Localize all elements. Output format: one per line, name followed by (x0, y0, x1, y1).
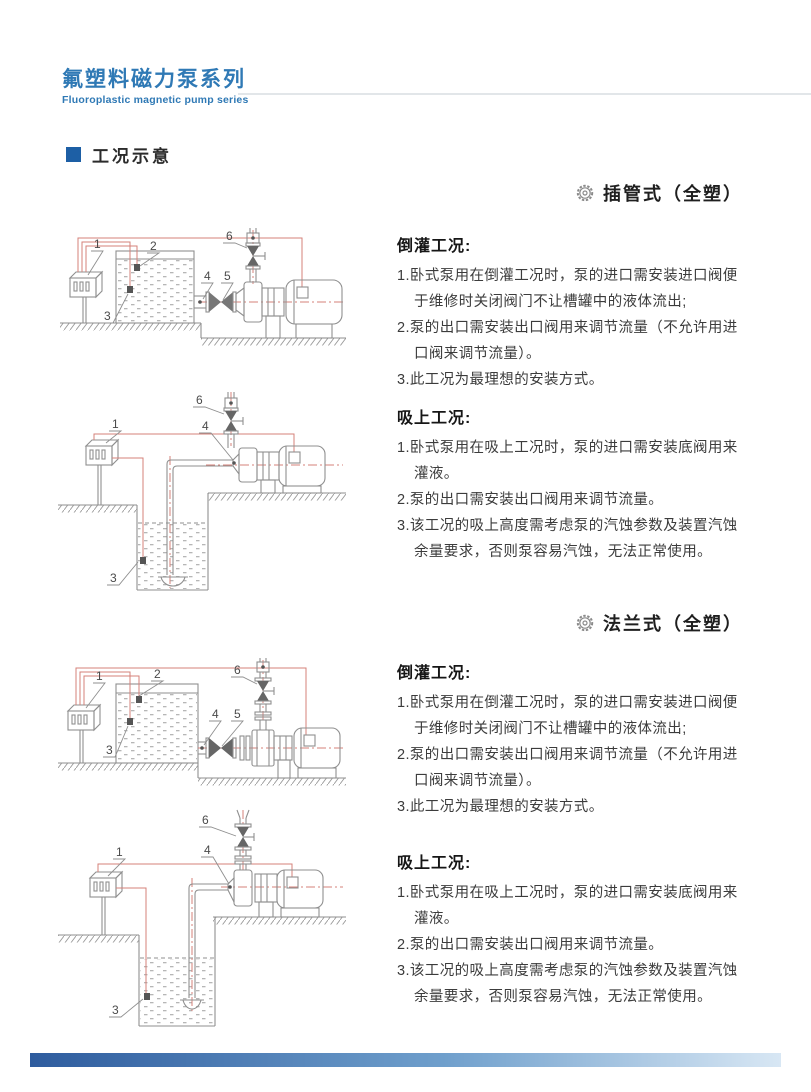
block-flooded-condition-1: 倒灌工况: 1.卧式泵用在倒灌工况时，泵的进口需安装进口阀便 于维修时关闭阀门不… (397, 232, 757, 393)
figure-label-1: 1 (96, 669, 103, 683)
group-heading-flange: 法兰式（全塑） (397, 610, 743, 636)
block-title: 吸上工况: (397, 855, 472, 872)
diagram-flange-flooded-suction: 1 2 3 4 5 6 (58, 658, 346, 786)
figure-label-3: 3 (112, 1003, 119, 1017)
brand-subtitle: Fluoroplastic magnetic pump series (62, 94, 249, 106)
figure-label-4: 4 (212, 707, 219, 721)
diagram-flange-suction-lift: 1 3 4 6 (58, 809, 346, 1027)
block-suction-condition-1: 吸上工况: 1.卧式泵用在吸上工况时，泵的进口需安装底阀用来 灌液。 2.泵的出… (397, 404, 757, 565)
diagram-plugin-suction-lift: 1 3 4 6 (58, 392, 346, 591)
group-heading-text: 插管式（全塑） (603, 184, 743, 204)
header-rule (238, 93, 811, 95)
brand-title: 氟塑料磁力泵系列 (62, 68, 246, 91)
group-heading-text: 法兰式（全塑） (603, 614, 743, 634)
diagram-plugin-flooded-suction: 1 2 3 4 5 6 (60, 228, 346, 346)
figure-label-5: 5 (234, 707, 241, 721)
figure-label-1: 1 (112, 417, 119, 431)
block-item: 1.卧式泵用在吸上工况时，泵的进口需安装底阀用来 灌液。 (397, 885, 738, 927)
section-title-row: 工况示意 (66, 142, 172, 167)
block-item: 2.泵的出口需安装出口阀用来调节流量（不允许用进 口阀来调节流量）。 (397, 320, 738, 362)
block-item: 3.该工况的吸上高度需考虑泵的汽蚀参数及装置汽蚀 余量要求，否则泵容易汽蚀，无法… (397, 963, 738, 1005)
figure-label-4: 4 (204, 843, 211, 857)
figure-label-3: 3 (104, 309, 111, 323)
section-bullet-icon (66, 147, 81, 162)
figure-label-4: 4 (202, 419, 209, 433)
block-item: 1.卧式泵用在吸上工况时，泵的进口需安装底阀用来 灌液。 (397, 440, 738, 482)
gear-icon (576, 614, 594, 632)
figure-label-6: 6 (234, 663, 241, 677)
figure-label-6: 6 (202, 813, 209, 827)
block-item: 2.泵的出口需安装出口阀用来调节流量（不允许用进 口阀来调节流量）。 (397, 747, 738, 789)
block-item: 2.泵的出口需安装出口阀用来调节流量。 (397, 492, 664, 508)
block-suction-condition-2: 吸上工况: 1.卧式泵用在吸上工况时，泵的进口需安装底阀用来 灌液。 2.泵的出… (397, 849, 757, 1010)
figure-label-2: 2 (154, 667, 161, 681)
block-item: 1.卧式泵用在倒灌工况时，泵的进口需安装进口阀便 于维修时关闭阀门不让槽罐中的液… (397, 268, 738, 310)
section-title: 工况示意 (92, 147, 172, 166)
block-item: 1.卧式泵用在倒灌工况时，泵的进口需安装进口阀便 于维修时关闭阀门不让槽罐中的液… (397, 695, 738, 737)
figure-label-3: 3 (110, 571, 117, 585)
block-flooded-condition-2: 倒灌工况: 1.卧式泵用在倒灌工况时，泵的进口需安装进口阀便 于维修时关闭阀门不… (397, 659, 757, 820)
block-item: 3.该工况的吸上高度需考虑泵的汽蚀参数及装置汽蚀 余量要求，否则泵容易汽蚀，无法… (397, 518, 738, 560)
block-item: 2.泵的出口需安装出口阀用来调节流量。 (397, 937, 664, 953)
block-title: 倒灌工况: (397, 665, 472, 682)
block-title: 吸上工况: (397, 410, 472, 427)
block-item: 3.此工况为最理想的安装方式。 (397, 799, 604, 815)
figure-label-6: 6 (226, 229, 233, 243)
footer-accent-bar (30, 1053, 781, 1067)
figure-label-2: 2 (150, 239, 157, 253)
figure-label-3: 3 (106, 743, 113, 757)
brand-header: 氟塑料磁力泵系列 Fluoroplastic magnetic pump ser… (62, 68, 249, 106)
block-title: 倒灌工况: (397, 238, 472, 255)
figure-label-1: 1 (116, 845, 123, 859)
figure-label-1: 1 (94, 237, 101, 251)
gear-icon (576, 184, 594, 202)
figure-label-5: 5 (224, 269, 231, 283)
figure-label-6: 6 (196, 393, 203, 407)
group-heading-plugin: 插管式（全塑） (397, 180, 743, 206)
block-item: 3.此工况为最理想的安装方式。 (397, 372, 604, 388)
figure-label-4: 4 (204, 269, 211, 283)
